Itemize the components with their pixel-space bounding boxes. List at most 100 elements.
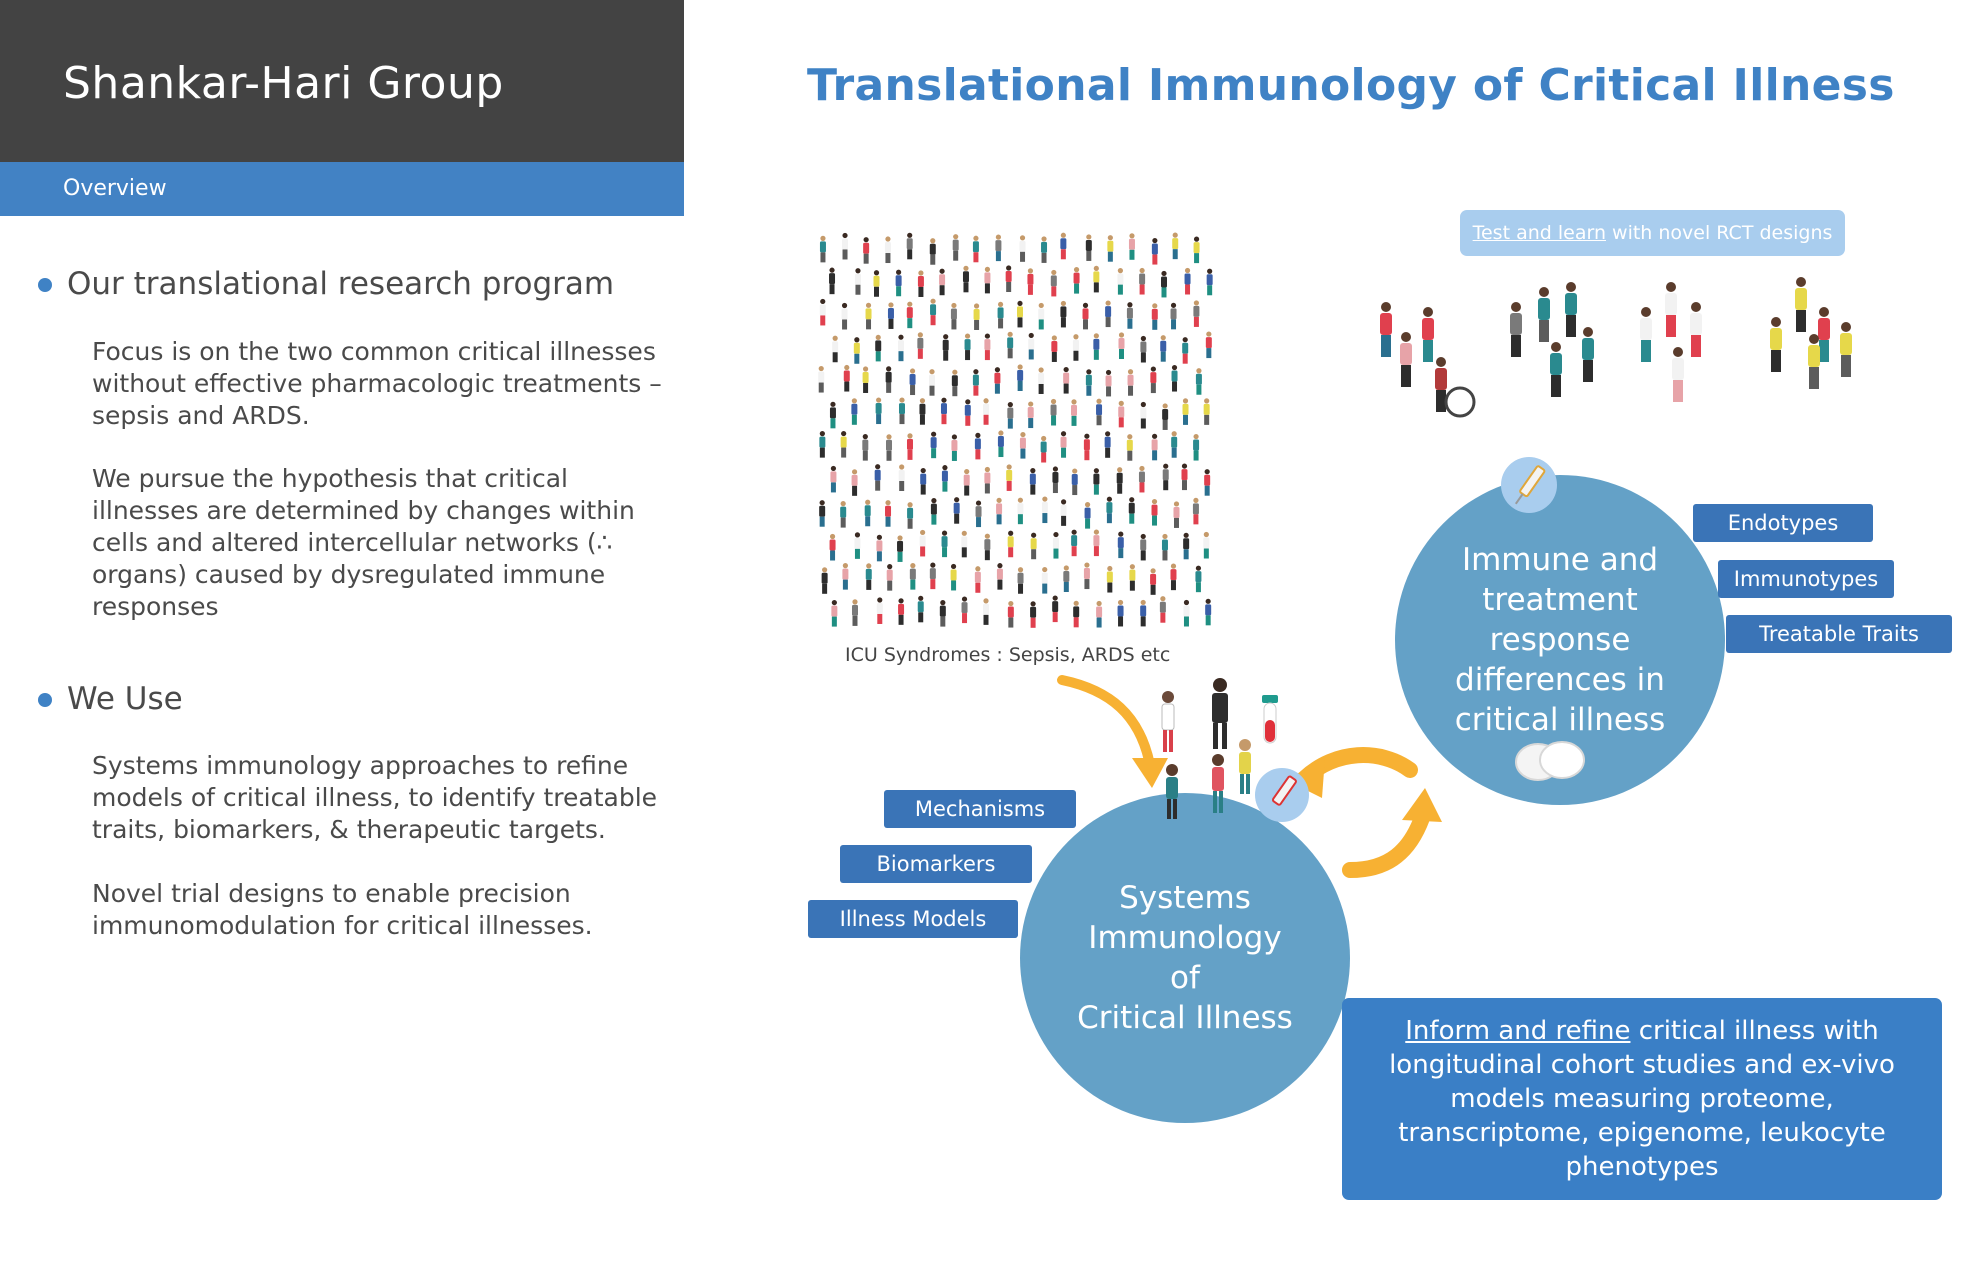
crowd-person-icon: [1118, 332, 1125, 360]
crowd-person-icon: [1151, 433, 1158, 461]
person-icon: [1161, 691, 1175, 752]
crowd-person-icon: [1085, 234, 1092, 261]
crowd-person-icon: [842, 563, 849, 590]
crowd-person-icon: [996, 497, 1003, 525]
patient-person-icon: [1435, 357, 1447, 412]
paragraph-hypothesis: We pursue the hypothesis that critical i…: [92, 464, 635, 621]
inform-box-underlined: Inform and refine: [1405, 1016, 1631, 1046]
crowd-person-icon: [843, 364, 850, 392]
crowd-person-icon: [829, 267, 836, 295]
crowd-person-icon: [1038, 302, 1045, 330]
crowd-person-icon: [829, 401, 836, 429]
section-heading-program: Our translational research program: [67, 266, 615, 302]
crowd-person-icon: [1193, 433, 1200, 461]
patient-person-icon: [1400, 332, 1412, 387]
crowd-person-icon: [997, 301, 1004, 329]
crowd-person-icon: [1117, 268, 1124, 295]
paragraph-systems: Systems immunology approaches to refine …: [92, 751, 658, 844]
crowd-person-icon: [1052, 531, 1059, 559]
crowd-person-icon: [1151, 237, 1158, 265]
crowd-person-icon: [919, 529, 926, 557]
crowd-person-icon: [1030, 601, 1037, 628]
crowd-person-icon: [1063, 565, 1070, 593]
crowd-person-icon: [854, 532, 861, 559]
crowd-person-icon: [1084, 502, 1091, 529]
crowd-person-icon: [1117, 531, 1124, 559]
crowd-person-icon: [1107, 235, 1114, 262]
crowd-person-icon: [851, 599, 858, 626]
crowd-person-icon: [917, 332, 924, 359]
patient-person-icon: [1380, 302, 1392, 357]
crowd-person-icon: [840, 430, 847, 458]
crowd-person-icon: [885, 500, 892, 527]
section-heading-we-use: We Use: [67, 681, 183, 717]
crowd-person-icon: [1128, 497, 1135, 524]
crowd-person-icon: [1140, 599, 1147, 627]
crowd-person-icon: [865, 302, 872, 330]
patient-person-icon: [1538, 287, 1550, 342]
crowd-person-icon: [907, 502, 914, 529]
crowd-person-icon: [1019, 235, 1026, 262]
crowd-person-icon: [875, 334, 882, 362]
crowd-person-icon: [975, 500, 982, 528]
crowd-person-icon: [884, 236, 891, 264]
tab-overview[interactable]: Overview: [63, 176, 167, 201]
crowd-person-icon: [906, 433, 913, 460]
crowd-person-icon: [829, 533, 836, 561]
crowd-person-icon: [1104, 431, 1111, 458]
person-icon: [1239, 739, 1251, 794]
crowd-person-icon: [917, 595, 924, 623]
crowd-person-icon: [1007, 600, 1014, 628]
crowd-person-icon: [1005, 265, 1012, 293]
crowd-person-icon: [897, 334, 904, 362]
crowd-person-icon: [973, 303, 980, 330]
crowd-person-icon: [1195, 368, 1202, 395]
patient-person-icon: [1665, 282, 1677, 337]
crowd-person-icon: [1172, 232, 1179, 260]
crowd-person-icon: [1162, 403, 1169, 430]
crowd-person-icon: [854, 268, 861, 295]
rct-banner-rest: with novel RCT designs: [1605, 222, 1833, 244]
patient-person-icon: [1808, 334, 1820, 389]
crowd-person-icon: [851, 469, 858, 496]
crowd-person-icon: [1083, 433, 1090, 461]
crowd-person-icon: [1060, 300, 1067, 328]
tag-illness-models: Illness Models: [808, 900, 1018, 938]
crowd-person-icon: [1093, 265, 1100, 293]
bullet-dot: [38, 693, 52, 707]
crowd-person-icon: [983, 598, 990, 625]
rct-banner: Test and learn with novel RCT designs: [1460, 210, 1845, 256]
crowd-person-icon: [974, 566, 981, 593]
crowd-person-icon: [997, 430, 1004, 458]
patient-person-icon: [1690, 302, 1702, 357]
crowd-person-icon: [906, 232, 913, 260]
systems-circle-line1: Systems: [1119, 880, 1251, 916]
crowd-person-icon: [974, 432, 981, 460]
crowd-person-icon: [1038, 367, 1045, 394]
crowd-person-icon: [1060, 499, 1067, 526]
arrowhead-icon: [1132, 758, 1168, 788]
crowd-person-icon: [1182, 337, 1189, 364]
cycle-arrowhead-left-icon: [1286, 758, 1325, 798]
crowd-person-icon: [898, 464, 905, 492]
crowd-person-icon: [930, 431, 937, 459]
crowd-person-icon: [1073, 267, 1080, 294]
pills-icon: [1515, 741, 1585, 781]
crowd-person-icon: [874, 464, 881, 491]
systems-circle-line3: of: [1170, 960, 1200, 996]
crowd-person-icon: [841, 302, 848, 330]
crowd-person-icon: [1007, 331, 1014, 359]
tag-endotypes: Endotypes: [1693, 504, 1873, 542]
crowd-person-icon: [984, 266, 991, 294]
crowd-person-icon: [832, 335, 839, 363]
crowd-person-icon: [818, 365, 825, 393]
crowd-person-icon: [1173, 501, 1180, 528]
test-tube-icon: [1262, 695, 1278, 744]
person-icon: [1212, 754, 1224, 813]
crowd-person-icon: [1118, 400, 1125, 428]
crowd-person-icon: [1093, 468, 1100, 495]
crowd-person-icon: [1116, 467, 1123, 494]
crowd-person-icon: [1192, 497, 1199, 525]
syringe-icon: [1501, 457, 1557, 513]
crowd-person-icon: [920, 467, 927, 495]
